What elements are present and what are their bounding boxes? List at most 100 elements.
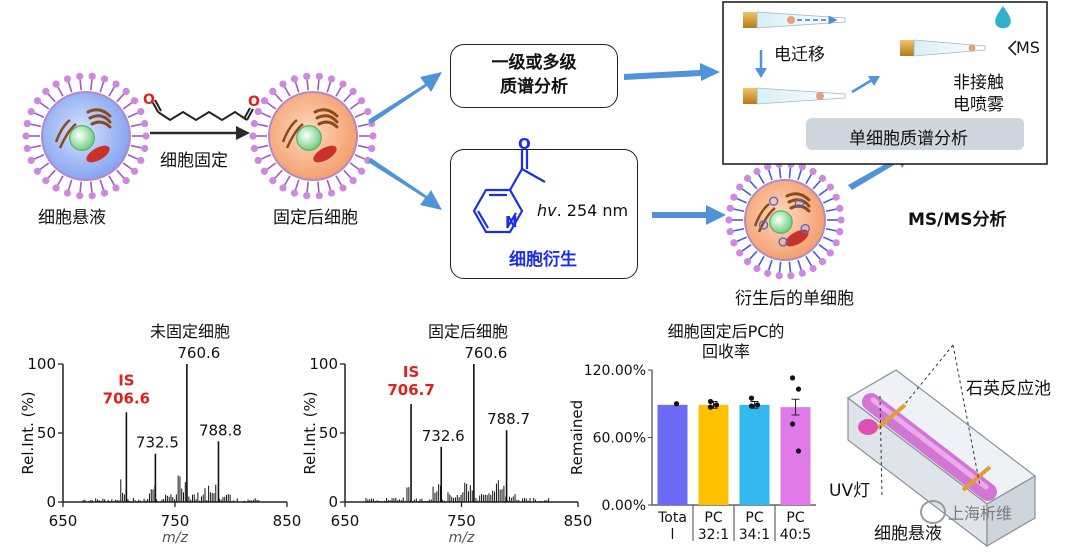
data-point	[748, 395, 755, 401]
lipid-tail	[257, 123, 269, 128]
lipid-tail	[274, 169, 283, 179]
lipid-head	[753, 167, 761, 176]
lipid-head	[130, 167, 139, 175]
lipid-head	[137, 107, 145, 116]
lipid-tail	[317, 79, 320, 91]
lipid-head	[327, 75, 336, 83]
watermark-logo-icon	[920, 500, 946, 524]
lipid-head	[250, 119, 258, 128]
peak-annotation: IS	[403, 363, 419, 381]
lipid-tail	[130, 144, 142, 149]
lipid-tail	[257, 144, 269, 149]
lipid-tail	[127, 112, 139, 119]
lipid-tail	[47, 169, 56, 179]
oxygen-atom-left: O	[143, 92, 155, 108]
lipid-head	[141, 144, 149, 153]
y-tick-label: 0	[46, 493, 56, 511]
lipid-tail	[788, 167, 792, 179]
derivatized-cell-icon	[725, 160, 845, 280]
capillary-top-icon	[743, 11, 846, 29]
x-tick-label: 850	[273, 512, 302, 530]
cell-suspension-label: 细胞悬液	[38, 208, 106, 228]
chart3-title-line2: 回收率	[701, 342, 750, 361]
lipid-head	[832, 239, 840, 247]
pc-recovery-bar-chart: 0.00%60.00%120.00%RemainedTotalPC32:1PC3…	[568, 363, 816, 543]
droplet-icon	[995, 6, 1011, 29]
lipid-tail	[122, 162, 133, 171]
y-axis-label: Rel.Int. (%)	[19, 391, 37, 474]
noncontact-label-1: 非接触	[953, 73, 1004, 93]
lipid-tail	[30, 144, 42, 149]
lipid-head	[22, 132, 30, 140]
lipid-head	[730, 239, 738, 247]
lipid-head	[122, 87, 130, 96]
lipid-head	[290, 189, 299, 197]
lipid-tail	[79, 181, 82, 193]
lipid-tail	[326, 81, 332, 93]
lipid-head	[832, 193, 840, 201]
derivatization-box	[450, 149, 638, 279]
derivatized-cell-label: 衍生后的单细胞	[735, 289, 854, 309]
lipid-head	[42, 176, 50, 185]
ms-tag: MS	[1016, 38, 1040, 57]
bar	[780, 407, 811, 505]
lipid-head	[327, 189, 336, 197]
lipid-tail	[797, 169, 803, 181]
chart2-title: 固定后细胞	[427, 322, 508, 341]
y-tick-label: 100	[27, 355, 56, 373]
wavelength-text: . 254 nm	[556, 201, 629, 220]
lipid-head	[764, 163, 772, 171]
x-tick-label: 34:1	[739, 527, 770, 543]
y-axis-label: Remained	[568, 400, 586, 475]
lipid-tail	[357, 144, 369, 149]
lipid-tail	[122, 101, 133, 110]
lipid-tail	[805, 173, 813, 185]
y-tick-label: 100	[309, 355, 338, 373]
lipid-tail	[116, 169, 125, 179]
lipid-head	[339, 80, 347, 88]
nucleus	[69, 125, 95, 151]
x-tick-label: 750	[161, 512, 190, 530]
oxygen-atom-right: O	[248, 94, 260, 110]
lipid-head	[27, 156, 35, 165]
lipid-head	[290, 75, 299, 83]
lipid-head	[303, 72, 311, 80]
data-point	[789, 375, 796, 381]
pyridine-nitrogen: N	[505, 213, 518, 231]
lipid-tail	[33, 153, 45, 160]
lipid-head	[279, 80, 287, 88]
lipid-head	[736, 183, 744, 191]
lipid-tail	[741, 188, 752, 196]
lipid-tail	[748, 250, 758, 260]
bar	[698, 404, 729, 505]
lipid-head	[137, 156, 145, 165]
x-tick-label: 650	[49, 512, 78, 530]
derivatization-label: 细胞衍生	[509, 250, 577, 270]
cell-suspension-reactor-label: 细胞悬液	[874, 524, 942, 544]
lipid-head	[112, 80, 120, 88]
lipid-tail	[812, 250, 822, 260]
lipid-tail	[797, 259, 803, 271]
lipid-tail	[260, 112, 272, 119]
er	[54, 119, 77, 149]
lipid-head	[798, 163, 806, 171]
lipid-tail	[306, 79, 309, 91]
lipid-head	[836, 228, 844, 236]
lipid-head	[743, 258, 752, 266]
single-cell-ms-label: 单细胞质谱分析	[849, 129, 968, 149]
x-tick-label: 850	[564, 512, 593, 530]
x-axis-label: m/z	[162, 530, 188, 546]
lipid-tail	[335, 175, 343, 186]
peak-annotation: IS	[118, 371, 134, 389]
lipid-head	[249, 132, 257, 140]
lipid-tail	[294, 81, 300, 93]
golgi	[86, 108, 112, 129]
lipid-head	[33, 167, 42, 175]
lipid-tail	[349, 162, 360, 171]
lipid-head	[141, 119, 149, 128]
x-tick-label: 750	[447, 512, 476, 530]
fixed-cell-label: 固定后细胞	[273, 208, 358, 228]
lipid-head	[809, 264, 817, 273]
